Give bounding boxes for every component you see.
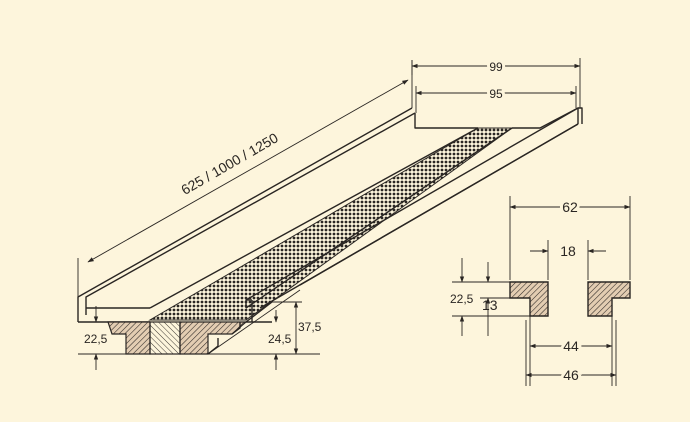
profile-lip-label: 13: [482, 297, 498, 313]
profile-height-label: 22,5: [450, 292, 474, 306]
inner-height-label: 24,5: [268, 332, 292, 346]
width-dimensions: 99 95: [411, 57, 581, 113]
profile-width-label: 62: [562, 199, 578, 215]
length-label: 625 / 1000 / 1250: [178, 129, 281, 197]
profile-outer-label: 46: [563, 367, 579, 383]
front-tile-center: [149, 321, 181, 355]
profile-right-piece: [587, 281, 631, 317]
width-outer-label: 99: [489, 60, 503, 74]
profile-section: 62 18 22,5 13 44 46: [450, 196, 631, 386]
right-height-dimensions: 37,5 24,5: [208, 301, 322, 370]
side-height-dimension: 22,5: [78, 306, 126, 370]
length-dimension: 625 / 1000 / 1250: [77, 60, 413, 297]
profile-inner-label: 44: [563, 338, 579, 354]
profile-left-piece: [509, 281, 549, 317]
front-tile-left: [107, 321, 151, 355]
width-inner-label: 95: [489, 87, 503, 101]
profile-gap-label: 18: [560, 243, 576, 259]
channel-view: [77, 107, 583, 355]
total-height-label: 37,5: [298, 320, 322, 334]
side-height-label: 22,5: [84, 332, 108, 346]
